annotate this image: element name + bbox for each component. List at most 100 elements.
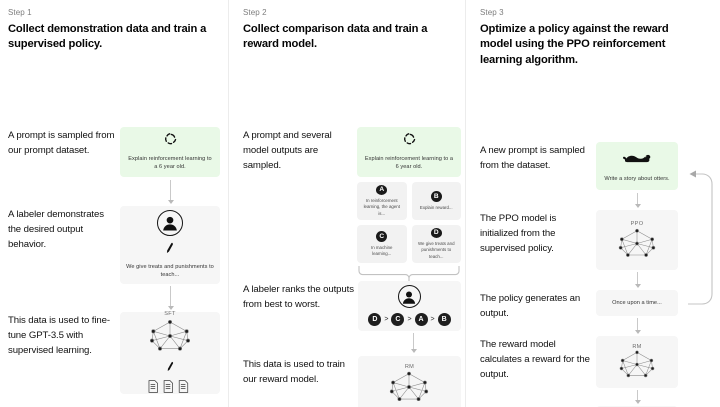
merge-brace-icon — [357, 264, 461, 289]
rm-box-step2: RM — [357, 355, 461, 407]
step-1-caption-3: This data is used to fine-tune GPT-3.5 w… — [8, 314, 110, 356]
step-1-row-sft: This data is used to fine-tune GPT-3.5 w… — [8, 311, 224, 394]
step-3-caption-3: The policy generates an output. — [480, 293, 581, 320]
step-3-row-prompt: A new prompt is sampled from the dataset… — [480, 142, 716, 191]
labeler-text-1: We give treats and punishments to teach.… — [126, 264, 214, 279]
step-2-caption-2: A labeler ranks the outputs from best to… — [243, 283, 354, 310]
sft-label: SFT — [164, 311, 176, 318]
prompt-box-2: Explain reinforcement learning to a 6 ye… — [357, 126, 461, 177]
rank-gt: > — [430, 316, 435, 324]
step-2-row-ranking: A labeler ranks the outputs from best to… — [243, 280, 461, 331]
sampled-outputs-grid: A In reinforcement learning, the agent i… — [357, 181, 461, 263]
connector-line — [170, 179, 171, 202]
refresh-loop-icon — [403, 132, 416, 150]
option-badge: C — [376, 230, 388, 242]
neural-network-icon — [388, 371, 430, 407]
prompt-text-3: Write a story about otters. — [604, 175, 670, 182]
step-3-row-output: The policy generates an output. Once upo… — [480, 290, 716, 322]
step-2-caption-3: This data is used to train our reward mo… — [243, 358, 345, 385]
step-1-row-labeler: A labeler demonstrates the desired outpu… — [8, 205, 224, 284]
step-3-caption-1: A new prompt is sampled from the dataset… — [480, 145, 585, 172]
option-badge: B — [430, 190, 442, 202]
pen-icon — [165, 241, 175, 259]
connector-arrowhead — [634, 330, 641, 335]
connector-line — [637, 193, 638, 207]
ranking-box: D > C > A > B — [357, 280, 461, 331]
step-3-row-rm: The reward model calculates a reward for… — [480, 336, 716, 389]
rank-pill: A — [414, 313, 428, 327]
step-1-kicker: Step 1 — [8, 8, 32, 17]
step-3-row-ppo: The PPO model is initialized from the su… — [480, 210, 716, 271]
step-1-column: Step 1 Collect demonstration data and tr… — [0, 0, 228, 407]
documents-icon — [147, 379, 193, 399]
step-2-flow: A prompt and several model outputs are s… — [243, 65, 461, 407]
rank-pill: B — [437, 313, 451, 327]
step-3-flow: A new prompt is sampled from the dataset… — [480, 80, 716, 407]
ppo-box: PPO — [596, 210, 678, 271]
connector-arrowhead — [634, 400, 641, 405]
rank-gt: > — [407, 316, 412, 324]
option-text: In machine learning... — [371, 244, 393, 256]
connector-line — [170, 285, 171, 308]
rm-label: RM — [632, 344, 642, 351]
ranking-row: D > C > A > B — [368, 313, 451, 327]
pen-icon — [166, 359, 175, 377]
neural-network-icon — [148, 319, 192, 358]
prompt-box-1: Explain reinforcement learning to a 6 ye… — [120, 126, 220, 177]
ppo-label: PPO — [630, 220, 644, 227]
connector-arrowhead — [167, 199, 174, 204]
rank-pill: D — [368, 313, 382, 327]
labeler-box-1: We give treats and punishments to teach.… — [120, 205, 220, 284]
option-badge: A — [376, 184, 388, 195]
step-1-flow: A prompt is sampled from our prompt data… — [8, 65, 224, 395]
step-1-caption-1: A prompt is sampled from our prompt data… — [8, 129, 115, 156]
prompt-text-1: Explain reinforcement learning to a 6 ye… — [128, 156, 212, 171]
option-text: We give treats and punishments to teach.… — [417, 240, 455, 259]
generated-output-box: Once upon a time... — [596, 290, 678, 317]
neural-network-icon — [618, 350, 656, 384]
output-option-b[interactable]: B Explain reward... — [411, 181, 461, 220]
connector-arrowhead — [634, 204, 641, 209]
connector-line — [637, 272, 638, 287]
step-1-caption-2: A labeler demonstrates the desired outpu… — [8, 208, 104, 250]
connector-line — [637, 318, 638, 333]
step-1-title: Collect demonstration data and train a s… — [8, 23, 207, 51]
rm-box-step3: RM — [596, 336, 678, 389]
step-2-title: Collect comparison data and train a rewa… — [243, 23, 428, 51]
rank-pill: C — [391, 313, 405, 327]
sft-box: SFT — [120, 311, 220, 394]
step-2-caption-1: A prompt and several model outputs are s… — [243, 129, 332, 171]
prompt-box-3: Write a story about otters. — [596, 142, 678, 191]
rank-gt: > — [384, 316, 389, 324]
step-2-row-rm: This data is used to train our reward mo… — [243, 355, 461, 407]
connector-arrowhead — [634, 284, 641, 289]
ppo-feedback-loop-arrow — [668, 80, 714, 345]
connector-arrowhead — [410, 348, 417, 353]
step-3-title: Optimize a policy against the reward mod… — [480, 23, 669, 66]
output-option-d[interactable]: D We give treats and punishments to teac… — [411, 224, 461, 263]
refresh-loop-icon — [164, 132, 177, 150]
step-3-caption-2: The PPO model is initialized from the su… — [480, 213, 557, 255]
option-badge: D — [430, 227, 442, 238]
rm-label: RM — [404, 363, 415, 370]
labeler-avatar-icon — [157, 210, 183, 237]
connector-line — [413, 332, 414, 351]
otter-icon — [622, 150, 652, 170]
output-option-c[interactable]: C In machine learning... — [357, 224, 407, 263]
step-3-caption-4: The reward model calculates a reward for… — [480, 339, 590, 381]
step-2-kicker: Step 2 — [243, 8, 267, 17]
step-1-row-prompt: A prompt is sampled from our prompt data… — [8, 126, 224, 177]
step-2-column: Step 2 Collect comparison data and train… — [228, 0, 465, 407]
prompt-text-2: Explain reinforcement learning to a 6 ye… — [364, 156, 454, 171]
generated-output-text: Once upon a time... — [612, 300, 662, 307]
step-3-kicker: Step 3 — [480, 8, 504, 17]
step-3-column: Step 3 Optimize a policy against the rew… — [465, 0, 720, 407]
connector-line — [637, 390, 638, 403]
neural-network-icon — [617, 228, 657, 264]
output-option-a[interactable]: A In reinforcement learning, the agent i… — [357, 181, 407, 220]
labeler-avatar-icon — [397, 285, 421, 309]
connector-arrowhead — [167, 305, 174, 310]
option-text: In reinforcement learning, the agent is.… — [363, 197, 400, 216]
option-text: Explain reward... — [419, 204, 453, 210]
